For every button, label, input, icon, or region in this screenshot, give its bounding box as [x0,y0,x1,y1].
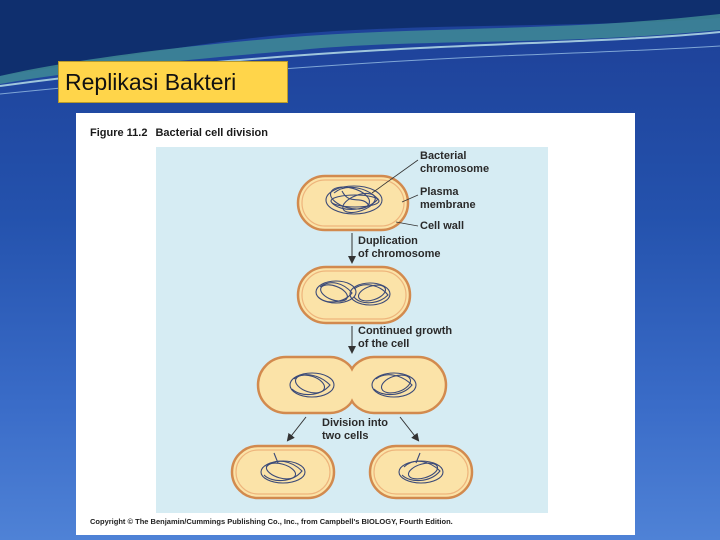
label-cell-wall: Cell wall [420,220,465,232]
cell-1-wall [296,174,410,232]
diagram-area: Bacterial chromosome Plasma membrane Cel… [156,147,548,513]
arrow-division-right [399,416,420,442]
cell-2-chromosome-a [315,280,357,304]
figure-title: Bacterial cell division [155,127,268,139]
cell-5-wall [368,444,474,500]
cell-3-wall [256,355,448,415]
leader-lines [371,159,419,227]
figure-caption: Figure 11.2 Bacterial cell division [90,127,268,139]
cell-3-chromosome-b [371,372,417,398]
leader-membrane [401,194,419,203]
label-duplication: Duplication of chromosome [358,235,441,260]
process-arrows [286,233,420,442]
cell-4-wall [230,444,336,500]
header-swoosh-dark [0,0,720,76]
header-swoosh-teal [0,14,720,84]
figure-number: Figure 11.2 [90,127,148,139]
cell-1 [296,174,410,232]
cell-4 [230,444,336,500]
cell-2-wall [296,265,412,325]
slide-title-text: Replikasi Bakteri [65,68,237,95]
leader-wall [395,221,419,227]
label-bacterial-chromosome: Bacterial chromosome [420,150,490,175]
label-continued-growth: Continued growth of the cell [358,325,453,350]
cell-5-chromosome [398,452,444,484]
cell-3-chromosome-a [289,372,335,398]
label-plasma-membrane: Plasma membrane [420,186,476,211]
cell-2-membrane [301,270,407,320]
cell-5 [368,444,474,500]
leader-chromosome [371,159,419,194]
cell-4-chromosome [260,452,306,484]
slide-title: Replikasi Bakteri [58,61,288,103]
cell-1-chromosome [325,185,383,215]
arrow-division-left [286,416,307,442]
cell-5-membrane [373,449,469,495]
cell-division-diagram [230,159,474,500]
cell-2 [296,265,412,325]
cell-3 [256,355,448,415]
cell-4-membrane [235,449,331,495]
cell-1-membrane [301,179,405,227]
cell-2-chromosome-b [349,282,391,306]
label-division: Division into two cells [322,417,388,442]
figure-panel: Figure 11.2 Bacterial cell division [76,113,635,535]
figure-copyright: Copyright © The Benjamin/Cummings Publis… [90,517,453,526]
